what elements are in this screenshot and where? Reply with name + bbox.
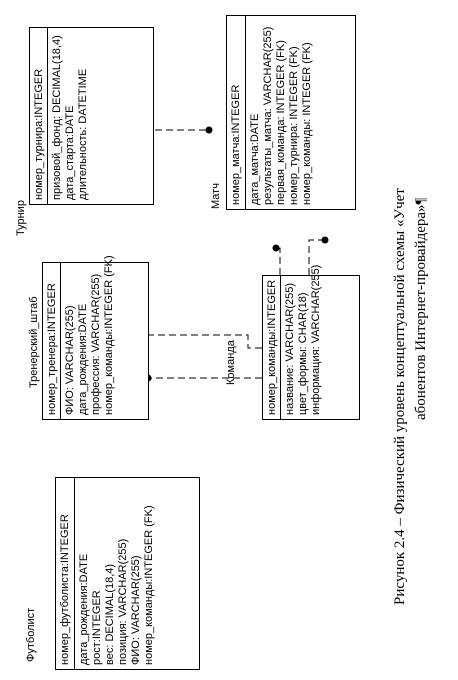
attribute: ФИО: VARCHAR(255) (64, 305, 76, 415)
attribute: профессия: VARCHAR(255) (90, 273, 102, 415)
primary-key: номер_матча:INTEGER (227, 16, 246, 209)
attribute: рост:INTEGER (91, 590, 103, 665)
primary-key: номер_турнира:INTEGER (30, 28, 48, 204)
entity-name: Матч (210, 183, 222, 209)
primary-key: номер_тренера:INTEGER (43, 263, 61, 419)
caption-line-1: Рисунок 2.4 – Физический уровень концепт… (392, 188, 408, 605)
attribute: результаты_матча: VARCHAR(255) (262, 26, 274, 205)
attribute: призовой_фонд: DECIMAL(18,4) (51, 35, 63, 200)
caption-line-2: абонентов Интернет-провайдера»¶ (413, 197, 429, 420)
entity-player: Футболист номер_футболиста:INTEGER дата_… (25, 470, 205, 670)
entity-box: номер_футболиста:INTEGER дата_рождения:D… (55, 477, 200, 670)
rel-tournament-match-end (205, 126, 213, 134)
attribute: ФИО: VARCHAR(255) (130, 555, 142, 665)
rel-team-match-2 (308, 239, 323, 275)
attribute: информация: VARCHAR(255) (310, 264, 322, 415)
figure-caption: Рисунок 2.4 – Физический уровень концепт… (390, 188, 432, 605)
attribute-list: призовой_фонд: DECIMAL(18,4) дата_старта… (48, 28, 153, 204)
primary-key: номер_футболиста:INTEGER (56, 478, 75, 669)
entity-name: Тренерский_штаб (28, 296, 40, 388)
attribute-list: дата_рождения:DATE рост:INTEGER вес: DEC… (75, 478, 199, 669)
entity-match: Матч номер_матча:INTEGER дата_матча:DATE… (210, 5, 360, 215)
attribute: номер_турнира: INTEGER (FK) (288, 46, 300, 205)
attribute: цвет_формы: CHAR(18) (297, 292, 309, 415)
entity-name: Турнир (15, 200, 27, 236)
entity-name: Команда (225, 340, 237, 385)
entity-box: номер_команды:INTEGER название: VARCHAR(… (262, 264, 360, 420)
attribute: название: VARCHAR(255) (284, 282, 296, 415)
rel-team-match-1 (276, 247, 281, 275)
rel-team-match-1-end (272, 244, 280, 252)
attribute: длительность: DATETIME (77, 68, 89, 200)
attribute: вес: DECIMAL(18,4) (104, 563, 116, 665)
entity-box: номер_тренера:INTEGER ФИО: VARCHAR(255) … (42, 255, 149, 420)
rel-team-match-2-end (321, 236, 329, 244)
entity-box: номер_матча:INTEGER дата_матча:DATE резу… (226, 15, 356, 210)
attribute: дата_старта:DATE (64, 105, 76, 200)
attribute: номер_команды: INTEGER (FK) (301, 42, 313, 205)
attribute: первая_команда: INTEGER (FK) (275, 40, 287, 205)
attribute-list: название: VARCHAR(255) цвет_формы: CHAR(… (281, 264, 359, 419)
entity-box: номер_турнира:INTEGER призовой_фонд: DEC… (29, 27, 154, 205)
entity-coaching-staff: Тренерский_штаб номер_тренера:INTEGER ФИ… (28, 255, 153, 420)
attribute: позиция: VARCHAR(255) (117, 538, 129, 665)
primary-key: номер_команды:INTEGER (263, 276, 281, 419)
attribute-list: ФИО: VARCHAR(255) дата_рождения:DATE про… (61, 255, 148, 419)
entity-team: Команда номер_команды:INTEGER название: … (225, 265, 365, 425)
attribute: дата_рождения:DATE (78, 553, 90, 665)
attribute: дата_рождения:DATE (77, 303, 89, 415)
attribute: номер_команды:INTEGER (FK) (143, 505, 155, 665)
attribute: дата_матча:DATE (249, 113, 261, 205)
entity-tournament: Турнир номер_турнира:INTEGER призовой_фо… (15, 25, 165, 250)
attribute-list: дата_матча:DATE результаты_матча: VARCHA… (246, 16, 355, 209)
entity-name: Футболист (25, 607, 37, 662)
attribute: номер_команды:INTEGER (FK) (103, 255, 115, 415)
